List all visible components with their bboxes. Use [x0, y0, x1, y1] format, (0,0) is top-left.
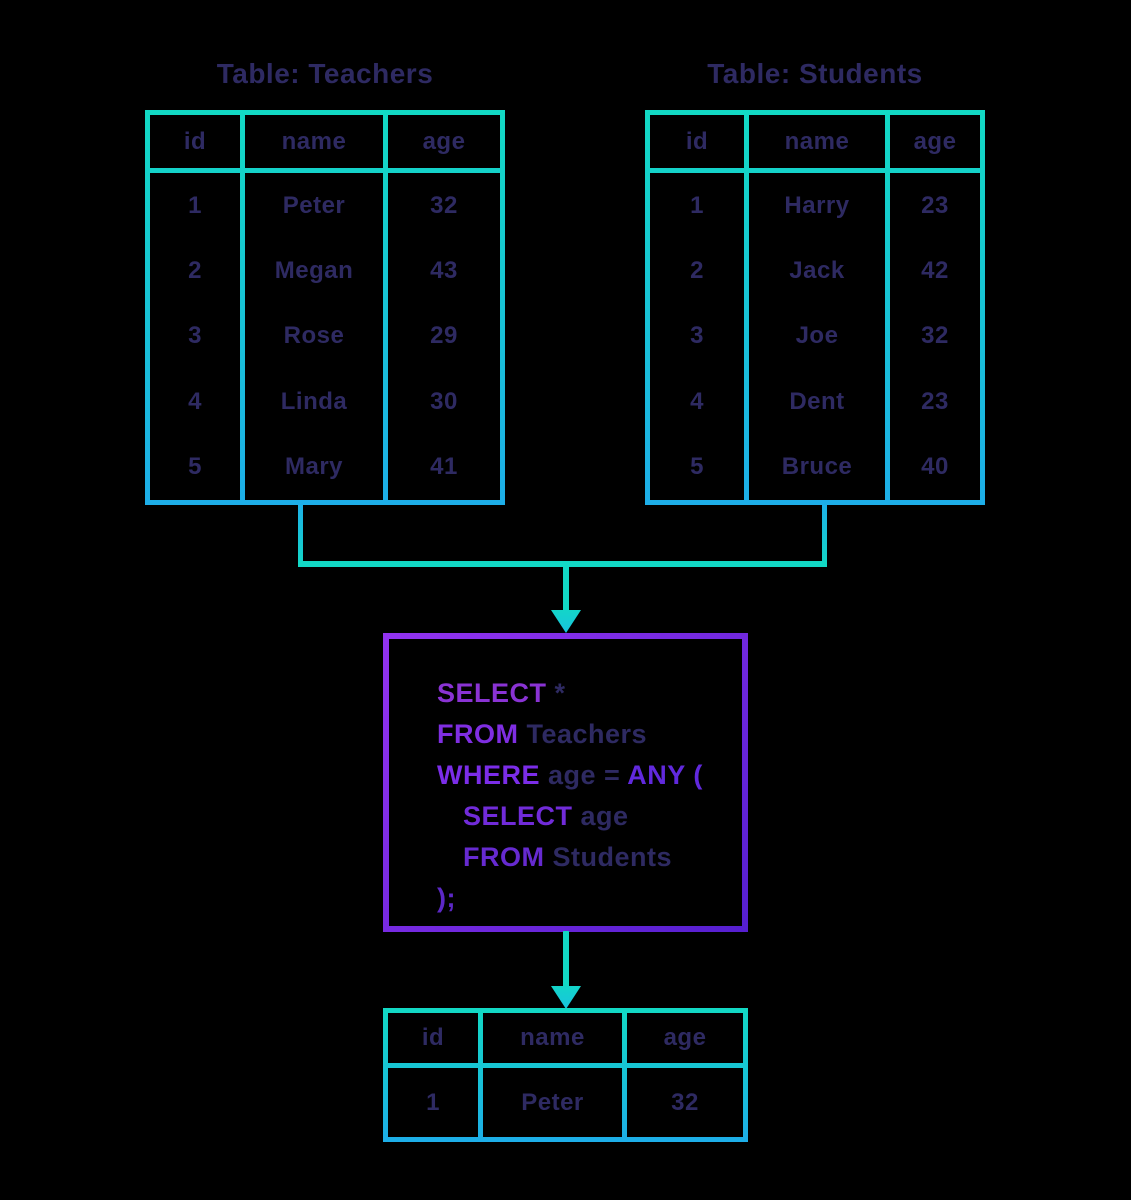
- table-cell: 40: [921, 453, 949, 481]
- students-connector-line: [822, 505, 827, 567]
- table-cell: 4: [188, 387, 202, 415]
- arrow-to-result-stem: [563, 931, 569, 989]
- sql-text: *: [546, 678, 566, 708]
- teachers-table-title: Table: Teachers: [216, 58, 434, 89]
- table-cell: Peter: [282, 191, 346, 219]
- table-cell: Bruce: [781, 453, 853, 481]
- teachers-age-column: 32 43 29 30 41: [388, 173, 500, 500]
- sql-keyword: ANY (: [627, 760, 703, 790]
- table-cell: 5: [188, 453, 202, 481]
- teachers-header-id: id: [150, 115, 240, 168]
- sql-line: );: [437, 878, 742, 919]
- students-header-id: id: [650, 115, 744, 168]
- arrow-to-query-stem: [563, 566, 569, 612]
- table-cell: Joe: [795, 322, 839, 350]
- teachers-id-column: 1 2 3 4 5: [150, 173, 240, 500]
- result-header-id: id: [388, 1013, 478, 1063]
- join-connector-line: [298, 561, 827, 567]
- students-name-column: Harry Jack Joe Dent Bruce: [749, 173, 885, 500]
- table-cell: Peter: [483, 1068, 622, 1137]
- sql-keyword: FROM: [463, 842, 545, 872]
- sql-line: SELECT age: [437, 796, 742, 837]
- teachers-name-column: Peter Megan Rose Linda Mary: [245, 173, 383, 500]
- table-cell: 2: [188, 257, 202, 285]
- table-cell: 43: [430, 257, 458, 285]
- table-cell: 42: [921, 257, 949, 285]
- table-cell: 30: [430, 387, 458, 415]
- table-cell: Harry: [784, 191, 850, 219]
- sql-line: SELECT *: [437, 673, 742, 714]
- table-cell: 32: [921, 322, 949, 350]
- result-header-name: name: [483, 1013, 622, 1063]
- table-cell: 32: [430, 191, 458, 219]
- table-cell: 2: [690, 257, 704, 285]
- table-cell: 1: [388, 1068, 478, 1137]
- students-header-age: age: [890, 115, 980, 168]
- sql-keyword: FROM: [437, 719, 519, 749]
- table-cell: Rose: [283, 322, 345, 350]
- arrow-down-icon: [551, 610, 581, 633]
- teachers-connector-line: [298, 505, 303, 567]
- teachers-header-age: age: [388, 115, 500, 168]
- table-cell: Megan: [274, 257, 354, 285]
- result-header-age: age: [627, 1013, 743, 1063]
- result-table: id name age 1 Peter 32: [383, 1008, 748, 1142]
- table-cell: 3: [188, 322, 202, 350]
- table-cell: Mary: [284, 453, 344, 481]
- sql-keyword: );: [437, 883, 456, 913]
- teachers-header-name: name: [245, 115, 383, 168]
- teachers-table: id name age 1 2 3 4 5 Peter Megan Rose L…: [145, 110, 505, 505]
- sql-query-box: SELECT * FROM Teachers WHERE age = ANY (…: [383, 633, 748, 932]
- sql-line: FROM Students: [437, 837, 742, 878]
- table-cell: 4: [690, 387, 704, 415]
- students-header-name: name: [749, 115, 885, 168]
- sql-keyword: SELECT: [463, 801, 573, 831]
- sql-text: age: [572, 801, 629, 831]
- table-cell: Linda: [280, 387, 348, 415]
- sql-keyword: WHERE: [437, 760, 540, 790]
- sql-text: age =: [540, 760, 628, 790]
- table-cell: 41: [430, 453, 458, 481]
- students-table-title: Table: Students: [707, 58, 923, 89]
- table-cell: 23: [921, 387, 949, 415]
- arrow-down-icon: [551, 986, 581, 1009]
- table-cell: 3: [690, 322, 704, 350]
- sql-line: WHERE age = ANY (: [437, 755, 742, 796]
- students-age-column: 23 42 32 23 40: [890, 173, 980, 500]
- students-table: id name age 1 2 3 4 5 Harry Jack Joe Den…: [645, 110, 985, 505]
- sql-line: FROM Teachers: [437, 714, 742, 755]
- students-id-column: 1 2 3 4 5: [650, 173, 744, 500]
- sql-text: Teachers: [518, 719, 648, 749]
- table-cell: 5: [690, 453, 704, 481]
- table-cell: 29: [430, 322, 458, 350]
- table-cell: 23: [921, 191, 949, 219]
- table-cell: Dent: [789, 387, 845, 415]
- table-cell: Jack: [789, 257, 845, 285]
- table-cell: 1: [690, 191, 704, 219]
- sql-keyword: SELECT: [437, 678, 547, 708]
- table-cell: 1: [188, 191, 202, 219]
- sql-text: Students: [544, 842, 672, 872]
- table-cell: 32: [627, 1068, 743, 1137]
